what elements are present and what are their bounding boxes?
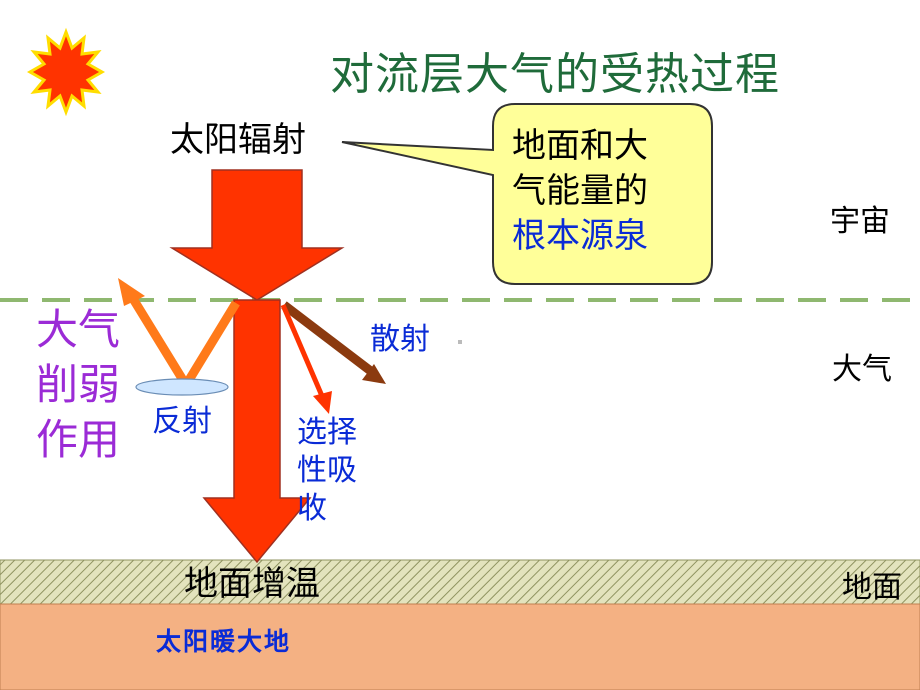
reflection-arrowhead <box>118 278 145 306</box>
ground-block <box>0 603 920 690</box>
weakening-line-1: 大气 <box>36 305 121 354</box>
scattering-arrowhead <box>362 364 386 384</box>
reflection-label: 反射 <box>152 404 212 439</box>
callout-bubble <box>341 103 713 285</box>
scattering-label: 散射 <box>370 322 430 357</box>
ground-warming-label: 地面增温 <box>184 564 320 604</box>
absorption-line-1: 选择 <box>297 415 357 450</box>
weakening-line-3: 作用 <box>36 415 121 464</box>
absorption-label: 选择 性吸 收 <box>297 414 369 528</box>
callout-line-1: 地面和大 <box>512 126 648 166</box>
callout-line-2: 气能量的 <box>512 171 648 211</box>
weakening-label: 大气 削弱 作用 <box>36 302 146 467</box>
callout-line-3: 根本源泉 <box>512 216 648 256</box>
solar-radiation-label: 太阳辐射 <box>170 120 306 160</box>
absorption-arrow <box>280 304 325 397</box>
atmosphere-label: 大气 <box>832 352 892 387</box>
page-title: 对流层大气的受热过程 <box>330 49 780 100</box>
space-label: 宇宙 <box>830 204 890 239</box>
ground-hatch-strip <box>0 559 920 605</box>
ground-arrow <box>202 299 312 564</box>
absorption-line-2: 性吸 <box>297 453 357 488</box>
sun-icon <box>26 27 106 117</box>
ground-label: 地面 <box>842 570 902 605</box>
reflection-arrow <box>128 294 240 394</box>
cloud-icon <box>135 378 229 396</box>
small-dot <box>458 340 462 344</box>
scattering-arrow <box>281 301 375 376</box>
sun-warms-earth-label: 太阳暖大地 <box>156 627 292 656</box>
weakening-line-2: 削弱 <box>36 360 121 409</box>
solar-radiation-arrow <box>169 169 345 301</box>
callout-text: 地面和大 气能量的 根本源泉 <box>512 124 702 259</box>
absorption-arrowhead <box>313 391 332 414</box>
absorption-line-3: 收 <box>297 491 327 526</box>
